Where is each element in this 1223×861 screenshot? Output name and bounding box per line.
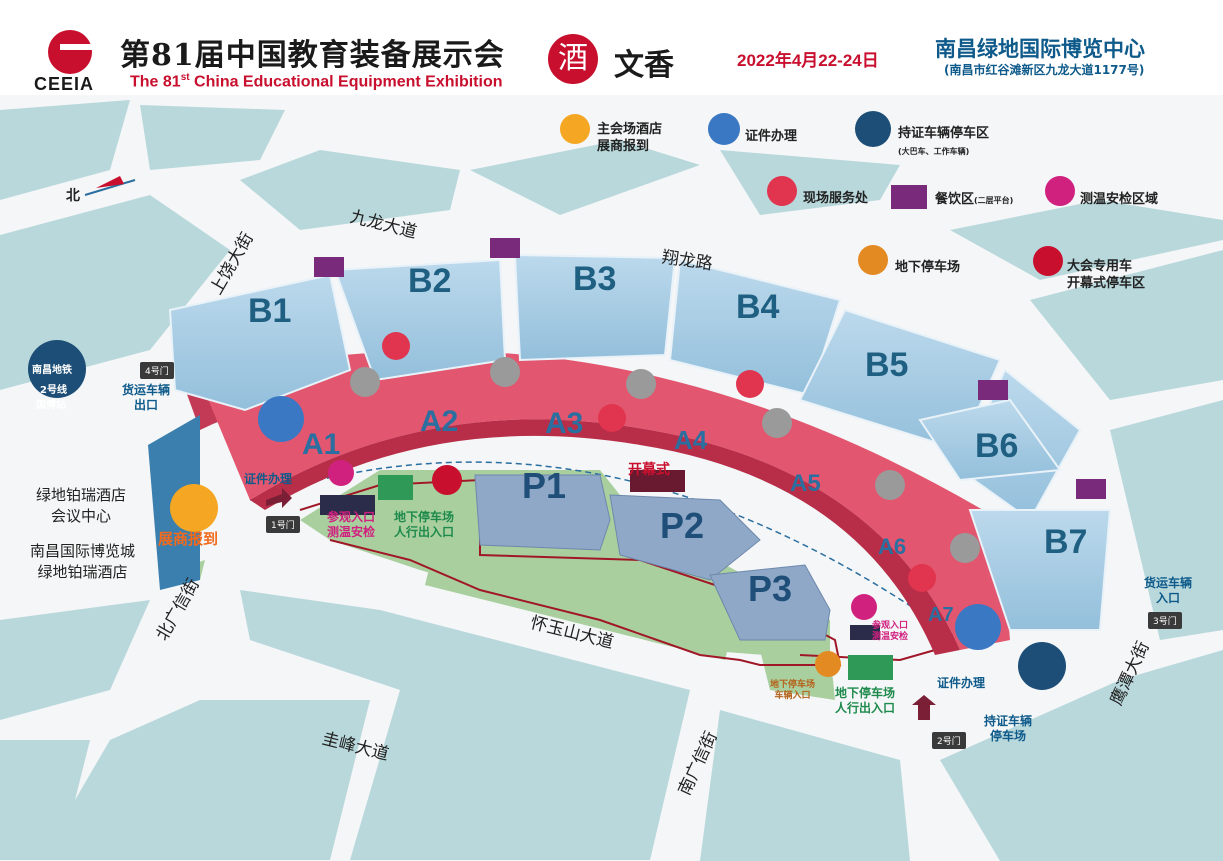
legend-service-desk: 现场服务处 — [803, 191, 869, 206]
hall-p2: P2 — [660, 505, 705, 546]
hall-a4: A4 — [674, 425, 708, 455]
hall-b3: B3 — [573, 260, 617, 298]
exhibition-title-en: The 81st China Educational Equipment Exh… — [130, 72, 503, 91]
dining-icon — [891, 185, 927, 209]
metro-name: 南昌地铁 — [32, 365, 72, 376]
escalator-icon — [762, 408, 792, 438]
metro-line: 2号线 — [40, 385, 67, 396]
escalator-icon — [875, 470, 905, 500]
ceeia-logo — [48, 30, 92, 74]
badge-office-left-label: 证件办理 — [244, 472, 293, 486]
escalator-icon — [626, 369, 656, 399]
ceeia-text: CEEIA — [34, 74, 95, 94]
legend-permit-parking: 持证车辆停车区(大巴车、工作车辆) — [898, 126, 990, 156]
exhibition-title-cn: 第81届中国教育装备展示会 — [120, 38, 505, 73]
opening-ceremony-label: 开幕式 — [628, 462, 670, 478]
vip-car-pin-icon — [432, 465, 462, 495]
hotel-pin-icon — [560, 114, 590, 144]
cargo-entry-label: 货运车辆 入口 — [1144, 576, 1193, 605]
hall-b7: B7 — [1044, 523, 1088, 561]
hall-b5: B5 — [865, 346, 909, 384]
hall-p1: P1 — [522, 465, 567, 506]
escalator-icon — [950, 533, 980, 563]
escalator-icon — [350, 367, 380, 397]
venue-address: (南昌市红谷滩新区九龙大道1177号) — [944, 63, 1145, 77]
expo-city-hotel: 南昌国际博览城 绿地铂瑞酒店 — [30, 542, 136, 581]
exhibition-date: 2022年4月22-24日 — [737, 51, 879, 70]
legend-underground-parking: 地下停车场 — [895, 260, 961, 275]
legend-vip-parking: 大会专用车 开幕式停车区 — [1067, 259, 1146, 291]
gate-3: 3号门 — [1148, 612, 1182, 629]
service-pin-icon — [767, 176, 797, 206]
hall-b1: B1 — [248, 292, 292, 330]
ceeia-logo-bar — [60, 44, 94, 50]
compass-label: 北 — [66, 188, 80, 204]
parking-vehicle-entry-label: 地下停车场 车辆入口 — [770, 680, 816, 701]
partner-seal: 酒 — [548, 34, 598, 84]
metro-station: 国博站 — [36, 400, 66, 411]
legend-badge-office: 证件办理 — [745, 129, 798, 144]
visitor-entry-right-label: 参观入口 测温安检 — [872, 621, 909, 642]
permit-parking-area-label: 持证车辆 停车场 — [984, 714, 1033, 743]
exhibitor-checkin-label: 展商报到 — [158, 530, 219, 548]
temp-check-pin-icon — [851, 594, 877, 620]
p-halls — [474, 474, 831, 641]
service-pin-icon — [382, 332, 410, 360]
escalator-icon — [490, 357, 520, 387]
hotel-pin-icon — [170, 484, 218, 532]
parking-pedestrian-left-label: 地下停车场 人行出入口 — [394, 510, 455, 539]
city-blocks — [0, 100, 1223, 861]
legend-hotel-checkin: 主会场酒店 展商报到 — [597, 122, 663, 154]
hall-p3: P3 — [748, 568, 793, 609]
bus-pin-icon — [855, 111, 891, 147]
badge-pin-icon — [258, 396, 304, 442]
hall-a2: A2 — [420, 405, 459, 438]
hall-a3: A3 — [545, 407, 584, 440]
metro-pin-icon — [28, 340, 86, 398]
dining-icon — [978, 380, 1008, 400]
hall-a6: A6 — [878, 534, 907, 559]
badge-office-right-label: 证件办理 — [937, 676, 986, 690]
compass-icon — [84, 176, 136, 196]
gate-4: 4号门 — [140, 362, 174, 379]
legend-temp-check: 测温安检区域 — [1080, 192, 1159, 207]
hall-b2: B2 — [408, 262, 452, 300]
partner-logo: 文香 — [614, 48, 674, 83]
venue-name: 南昌绿地国际博览中心 — [935, 37, 1145, 61]
service-pin-icon — [736, 370, 764, 398]
parking-pin-icon — [858, 245, 888, 275]
cargo-exit-label: 货运车辆 出口 — [122, 383, 171, 412]
badge-pin-icon — [708, 113, 740, 145]
service-pin-icon — [598, 404, 626, 432]
service-pin-icon — [908, 564, 936, 592]
parking-pedestrian-right-label: 地下停车场 人行出入口 — [835, 686, 896, 715]
hotel-conference-center: 绿地铂瑞酒店 会议中心 — [36, 486, 127, 525]
dining-icon — [490, 238, 520, 258]
hall-a1: A1 — [302, 428, 341, 461]
badge-pin-icon — [955, 604, 1001, 650]
hall-a7: A7 — [928, 604, 954, 626]
dining-icon — [1076, 479, 1106, 499]
dining-icon — [314, 257, 344, 277]
vip-car-pin-icon — [1033, 246, 1063, 276]
gate-2: 2号门 — [932, 732, 966, 749]
temp-check-pin-icon — [328, 460, 354, 486]
parking-pin-icon — [815, 651, 841, 677]
gate-1: 1号门 — [266, 516, 300, 533]
bus-pin-icon — [1018, 642, 1066, 690]
legend-dining: 餐饮区(二层平台) — [935, 192, 1014, 207]
temp-check-pin-icon — [1045, 176, 1075, 206]
hall-b4: B4 — [736, 288, 780, 326]
hall-a5: A5 — [790, 470, 821, 497]
hall-b6: B6 — [975, 427, 1019, 465]
visitor-entry-left-label: 参观入口 测温安检 — [327, 510, 376, 539]
